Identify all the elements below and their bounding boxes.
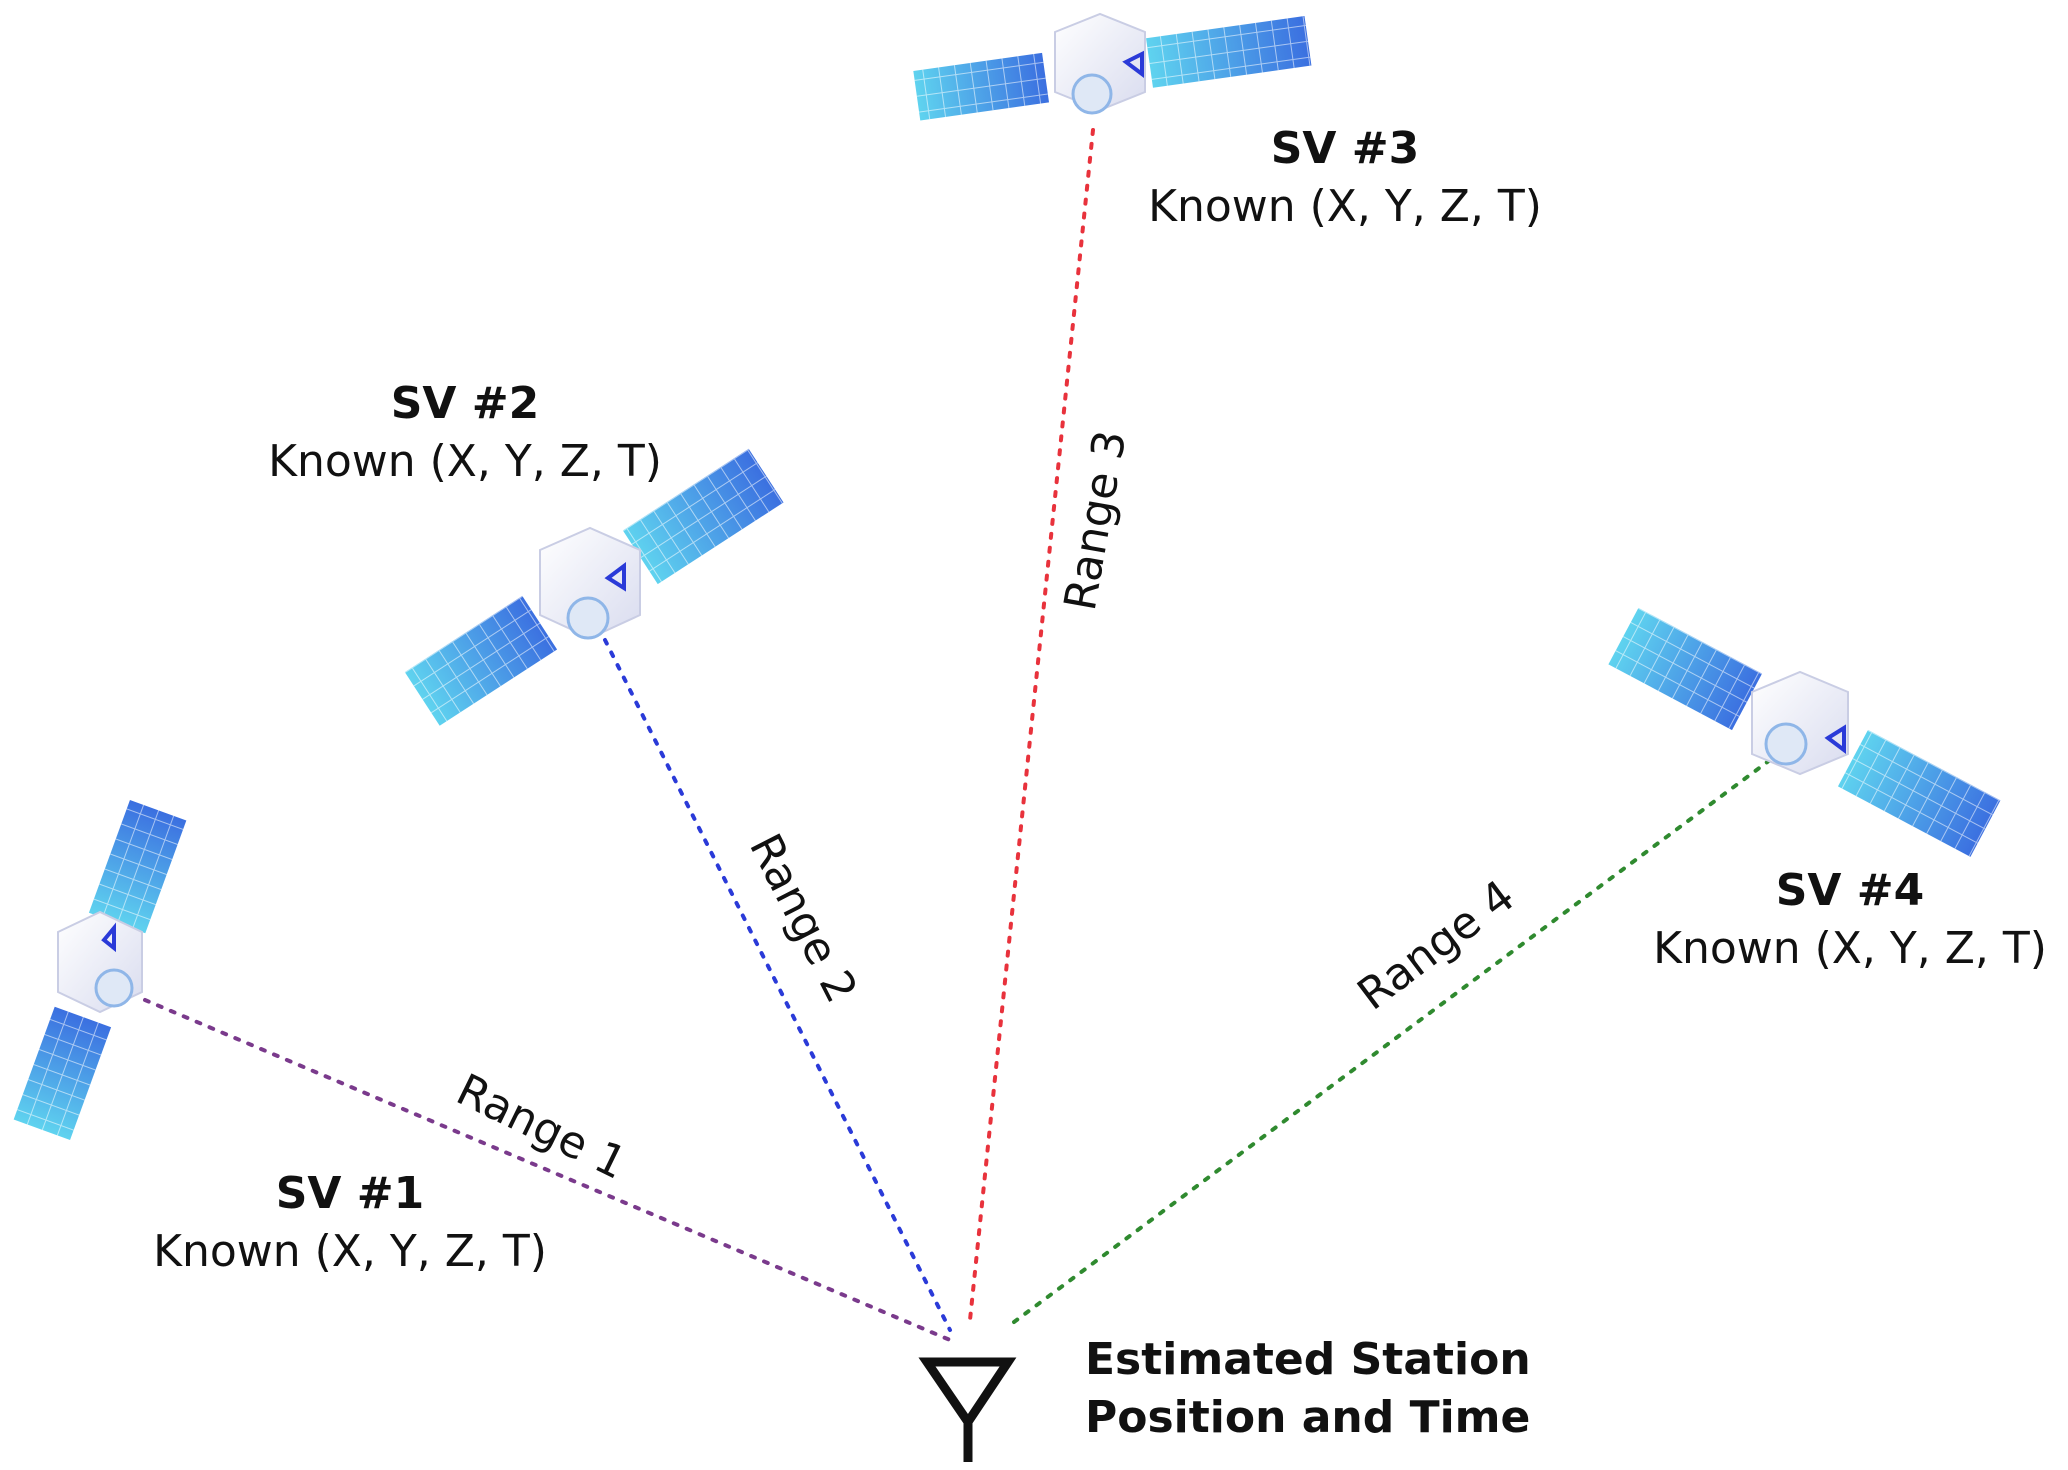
sv1-label: SV #1 Known (X, Y, Z, T) <box>140 1165 560 1281</box>
sv2-known: Known (X, Y, Z, T) <box>268 436 662 487</box>
satellite-icon <box>404 448 784 726</box>
range-line-1 <box>143 998 952 1342</box>
range-line-2 <box>603 638 952 1332</box>
sv3-title: SV #3 <box>1270 123 1420 174</box>
sv1-title: SV #1 <box>275 1168 425 1219</box>
station-label-line1: Estimated Station <box>1085 1334 1531 1385</box>
station-label: Estimated Station Position and Time <box>1085 1331 1565 1447</box>
satellite-icon <box>13 799 187 1141</box>
sv4-title: SV #4 <box>1775 865 1925 916</box>
sv1-known: Known (X, Y, Z, T) <box>153 1226 547 1277</box>
station-label-line2: Position and Time <box>1085 1392 1531 1443</box>
sv4-known: Known (X, Y, Z, T) <box>1653 923 2047 974</box>
satellite-icon <box>913 12 1312 121</box>
range-line-4 <box>1008 758 1772 1327</box>
satellite-icon <box>1608 607 2001 857</box>
antenna-icon <box>918 1357 1017 1462</box>
sv3-label: SV #3 Known (X, Y, Z, T) <box>1130 120 1560 236</box>
sv3-known: Known (X, Y, Z, T) <box>1148 181 1542 232</box>
range-line-3 <box>968 128 1095 1322</box>
sv2-title: SV #2 <box>390 378 540 429</box>
range-label-4: Range 4 <box>1348 870 1524 1020</box>
sv2-label: SV #2 Known (X, Y, Z, T) <box>250 375 680 491</box>
sv4-label: SV #4 Known (X, Y, Z, T) <box>1640 862 2060 978</box>
range-label-2: Range 2 <box>739 826 867 1011</box>
range-label-3: Range 3 <box>1055 427 1137 615</box>
